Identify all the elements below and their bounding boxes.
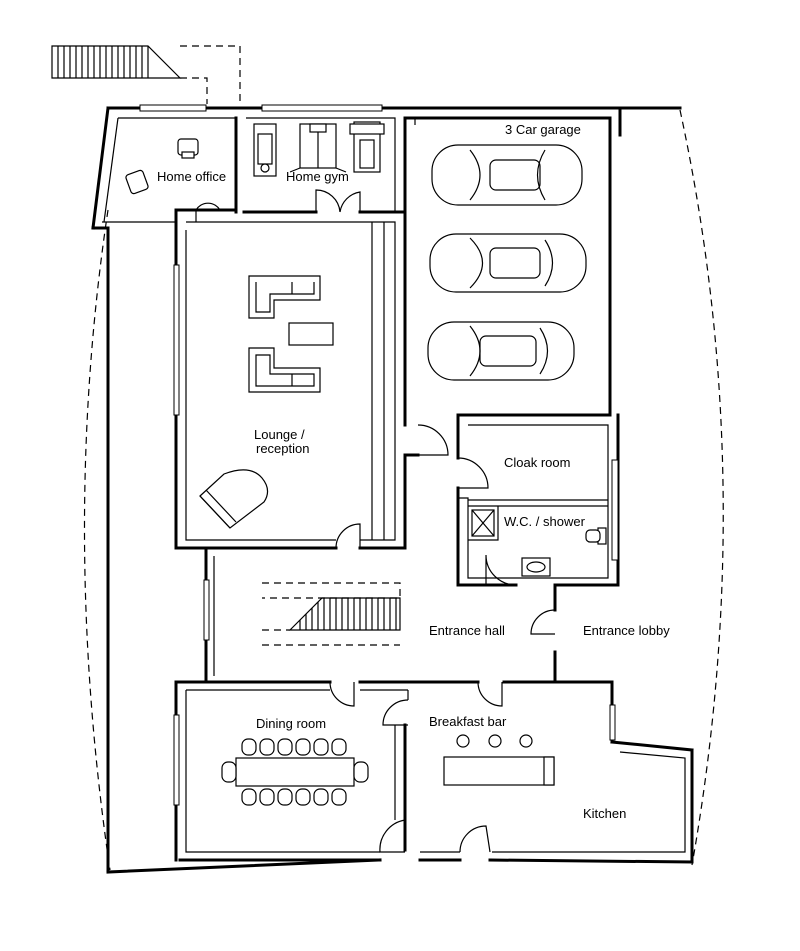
basin	[521, 557, 551, 577]
label-wc-shower: W.C. / shower	[504, 514, 586, 529]
dining-chair	[331, 738, 347, 756]
walls	[91, 106, 694, 874]
office-chair	[177, 138, 199, 159]
label-entrance-lobby: Entrance lobby	[583, 623, 670, 638]
label-garage: 3 Car garage	[505, 122, 581, 137]
dining-chair	[277, 738, 293, 756]
kitchen-island	[443, 756, 555, 786]
car-2	[429, 233, 587, 293]
label-home-gym: Home gym	[286, 169, 349, 184]
treadmill	[349, 121, 385, 173]
label-dining-room: Dining room	[256, 716, 326, 731]
outdoor-staircase	[51, 45, 182, 79]
label-kitchen: Kitchen	[583, 806, 626, 821]
room-labels: Home office Home gym 3 Car garage Lounge…	[157, 122, 670, 821]
windows	[139, 104, 619, 806]
dining-table-set	[221, 738, 369, 806]
dining-chair	[241, 738, 257, 756]
shower-tray	[471, 509, 495, 537]
toilet	[585, 527, 607, 545]
sofa-bottom	[248, 347, 321, 393]
label-lounge-line1: Lounge /	[254, 427, 305, 442]
breakfast-bar-stools	[456, 734, 533, 748]
dining-chair	[295, 788, 311, 806]
dining-chair	[295, 738, 311, 756]
label-lounge-line2: reception	[256, 441, 309, 456]
furniture	[125, 121, 607, 806]
label-cloak-room: Cloak room	[504, 455, 570, 470]
car-3	[427, 321, 575, 381]
gym-weights-machine	[289, 123, 347, 173]
dining-chair	[259, 738, 275, 756]
office-armchair	[125, 169, 149, 195]
indoor-staircase	[262, 582, 401, 646]
car-1	[431, 144, 583, 206]
dining-chair	[277, 788, 293, 806]
dining-chair	[313, 738, 329, 756]
doors	[195, 189, 556, 853]
dining-chair	[259, 788, 275, 806]
exterior-lines	[83, 45, 724, 871]
label-home-office: Home office	[157, 169, 226, 184]
label-entrance-hall: Entrance hall	[429, 623, 505, 638]
dining-chair	[331, 788, 347, 806]
dining-chair	[313, 788, 329, 806]
coffee-table	[288, 322, 334, 346]
sofa-top	[248, 275, 321, 319]
dining-chair	[241, 788, 257, 806]
gym-bench	[253, 123, 277, 177]
label-breakfast-bar: Breakfast bar	[429, 714, 507, 729]
grand-piano	[199, 469, 269, 529]
